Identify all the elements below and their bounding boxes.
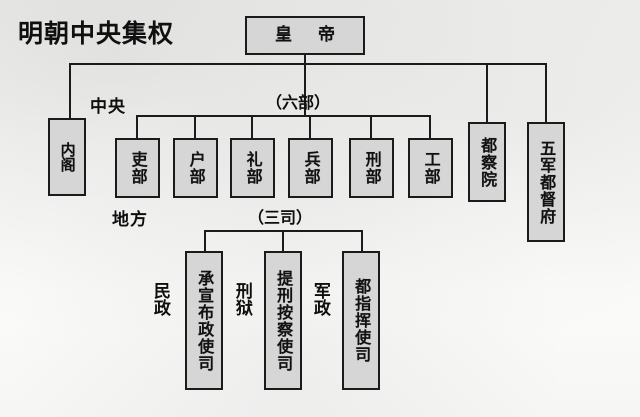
node-anchashisi[interactable]: 提刑按察使司	[264, 251, 302, 390]
node-xingbu-justice-label: 刑部	[362, 151, 382, 185]
node-bingbu-war-label: 兵部	[301, 151, 321, 185]
node-buzhengshisi[interactable]: 承宣布政使司	[185, 251, 223, 390]
node-duzhihuishisi[interactable]: 都指挥使司	[342, 251, 380, 390]
node-libu-rites-label: 礼部	[243, 151, 263, 185]
node-anchashisi-label: 提刑按察使司	[274, 269, 294, 372]
node-libu-rites[interactable]: 礼部	[230, 138, 275, 198]
label-six-ministries-group: （六部）	[266, 93, 331, 112]
node-wujundudufu[interactable]: 五军都督府	[527, 122, 565, 242]
node-neige-label: 内阁	[58, 142, 77, 172]
label-function-minzheng: 民政	[149, 282, 170, 316]
label-function-xingyu: 刑狱	[231, 282, 252, 316]
node-duchayuan[interactable]: 都察院	[468, 122, 506, 202]
label-function-junzheng: 军政	[309, 282, 330, 316]
label-three-offices-group: （三司）	[248, 208, 313, 227]
label-central: 中央	[90, 97, 126, 117]
node-wujundudufu-label: 五军都督府	[537, 139, 557, 225]
node-duzhihuishisi-label: 都指挥使司	[352, 278, 372, 363]
node-libu-personnel-label: 吏部	[128, 151, 148, 185]
node-gongbu-works-label: 工部	[421, 151, 441, 185]
node-buzhengshisi-label: 承宣布政使司	[195, 269, 215, 372]
label-local: 地方	[112, 210, 148, 230]
node-xingbu-justice[interactable]: 刑部	[349, 138, 394, 198]
node-libu-personnel[interactable]: 吏部	[115, 138, 160, 198]
node-hubu-revenue-label: 户部	[186, 151, 206, 185]
node-duchayuan-label: 都察院	[478, 136, 498, 188]
node-bingbu-war[interactable]: 兵部	[288, 138, 333, 198]
node-gongbu-works[interactable]: 工部	[408, 138, 453, 198]
page-title: 明朝中央集权	[18, 19, 175, 48]
node-neige[interactable]: 内阁	[48, 118, 86, 196]
node-emperor-label: 皇 帝	[275, 25, 345, 45]
node-emperor[interactable]: 皇 帝	[245, 16, 365, 55]
node-hubu-revenue[interactable]: 户部	[173, 138, 218, 198]
